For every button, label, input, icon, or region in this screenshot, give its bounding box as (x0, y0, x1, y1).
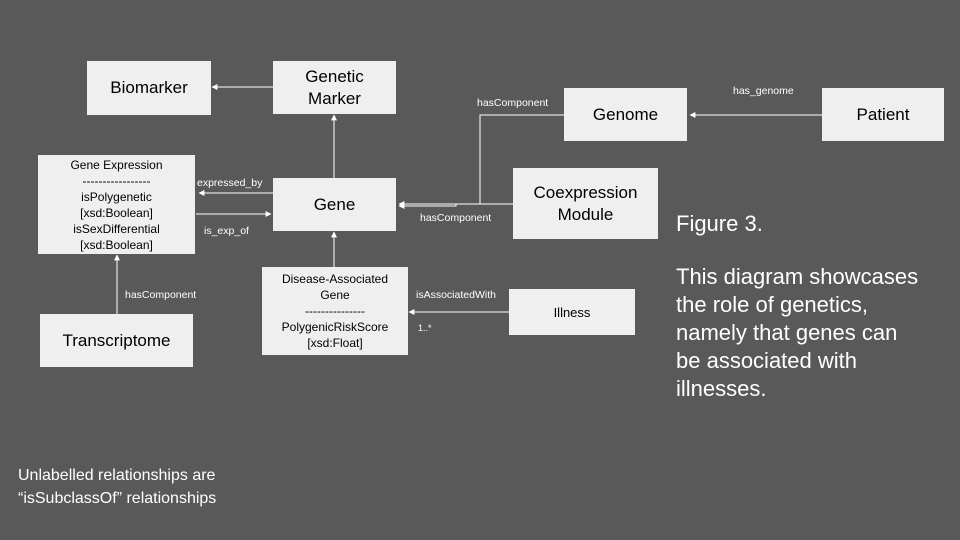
node-attribute-type: [xsd:Float] (307, 336, 363, 350)
node-attribute-type: [xsd:Boolean] (80, 205, 153, 220)
footnote-line: Unlabelled relationships are (18, 467, 216, 484)
figure-caption: Figure 3. This diagram showcases the rol… (676, 210, 956, 403)
caption-line: illnesses. (676, 376, 767, 401)
caption-line: be associated with (676, 348, 857, 373)
node-label: Patient (856, 104, 910, 124)
node-label: Biomarker (110, 78, 188, 97)
node-label: Coexpression (533, 182, 638, 202)
edge-label-has-genome: has_genome (733, 85, 794, 97)
edge-module-gene (398, 203, 513, 209)
edge-label-has-component-module: hasComponent (420, 212, 492, 224)
node-illness: Illness (509, 289, 635, 335)
node-separator: ----------------- (82, 173, 151, 188)
edge-label-has-component-genome: hasComponent (477, 97, 549, 109)
node-attribute-type: [xsd:Boolean] (80, 237, 153, 252)
node-attribute: isPolygenetic (81, 189, 152, 204)
node-genome: Genome (564, 88, 687, 141)
node-biomarker: Biomarker (87, 61, 211, 115)
node-label: Marker (308, 88, 361, 108)
edge-label-is-associated-with: isAssociatedWith (416, 289, 496, 301)
footnote: Unlabelled relationships are “isSubclass… (18, 464, 318, 510)
node-transcriptome: Transcriptome (40, 314, 193, 367)
node-attribute: PolygenicRiskScore (281, 320, 389, 334)
node-label: Illness (553, 304, 591, 320)
caption-line: This diagram showcases (676, 264, 919, 289)
node-label: Gene (313, 194, 356, 214)
node-label: Genetic (305, 66, 364, 86)
node-label: Disease-Associated (281, 272, 389, 286)
edge-label-expressed-by: expressed_by (197, 177, 263, 189)
node-genetic-marker: Genetic Marker (273, 61, 396, 114)
footnote-line: “isSubclassOf” relationships (18, 490, 217, 507)
node-label: Module (557, 204, 614, 224)
node-separator: --------------- (305, 304, 365, 318)
edge-label-is-exp-of: is_exp_of (204, 225, 249, 237)
node-disease-associated-gene: Disease-Associated Gene --------------- … (262, 267, 408, 355)
caption-line: namely that genes can (676, 320, 898, 345)
node-patient: Patient (822, 88, 944, 141)
edge-label-has-component-transcriptome: hasComponent (125, 289, 197, 301)
edge-label-cardinality: 1..* (418, 323, 432, 333)
node-gene-expression: Gene Expression ----------------- isPoly… (38, 155, 195, 254)
node-coexpression-module: Coexpression Module (513, 168, 658, 239)
node-label: Gene Expression (70, 157, 163, 172)
node-label: Gene (320, 288, 350, 302)
node-label: Genome (592, 104, 659, 124)
node-label: Transcriptome (62, 330, 171, 350)
edge-genome-gene (398, 114, 564, 207)
caption-line: the role of genetics, (676, 292, 869, 317)
figure-title: Figure 3. (676, 211, 763, 236)
node-gene: Gene (273, 178, 396, 231)
node-attribute: isSexDifferential (73, 221, 160, 236)
